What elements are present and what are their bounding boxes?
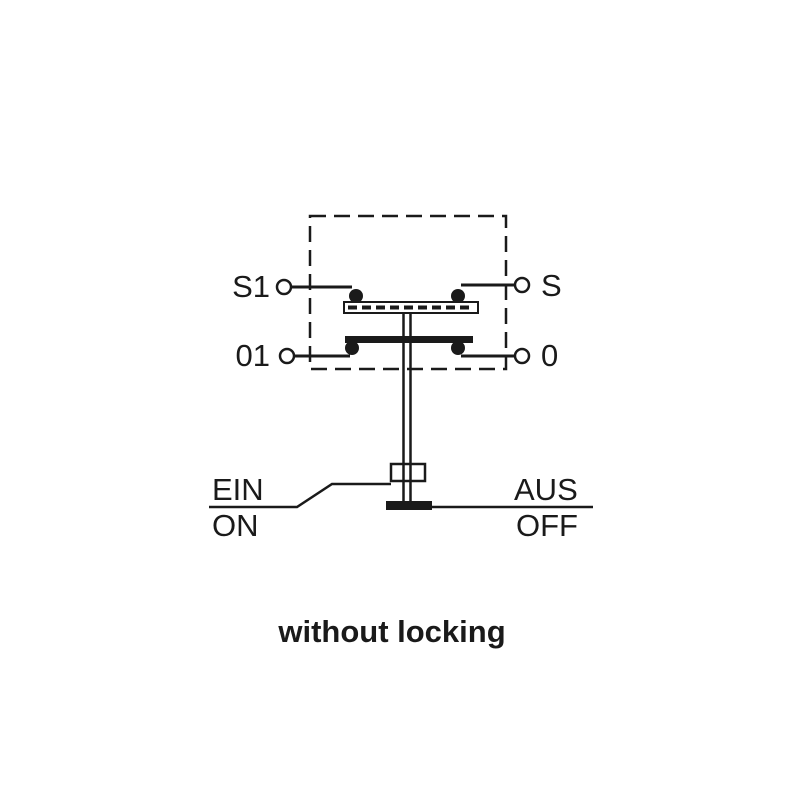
- terminal-label-0: 0: [541, 338, 558, 373]
- terminal-label-s1: S1: [232, 269, 270, 304]
- shaft-foot-bar: [386, 501, 432, 510]
- terminal-circle-01: [278, 347, 296, 365]
- state-label-aus: AUS: [514, 472, 578, 507]
- contact-dot-top-left: [349, 289, 363, 303]
- terminal-circle-s1: [275, 278, 293, 296]
- terminal-label-01: 01: [236, 338, 270, 373]
- shaft-guide-block: [389, 462, 427, 483]
- terminal-circle-s: [513, 276, 531, 294]
- terminal-label-s: S: [541, 268, 562, 303]
- state-label-off: OFF: [516, 508, 578, 543]
- terminal-circle-0: [513, 347, 531, 365]
- state-label-on: ON: [212, 508, 259, 543]
- contact-dot-bottom-left: [345, 341, 359, 355]
- enclosure-dashed-outline: [308, 214, 508, 371]
- contact-bridge-bold-bar: [345, 336, 473, 343]
- contact-dot-top-right: [451, 289, 465, 303]
- travel-line-on: [209, 482, 391, 509]
- caption: without locking: [277, 614, 505, 649]
- state-label-ein: EIN: [212, 472, 264, 507]
- contact-dot-bottom-right: [451, 341, 465, 355]
